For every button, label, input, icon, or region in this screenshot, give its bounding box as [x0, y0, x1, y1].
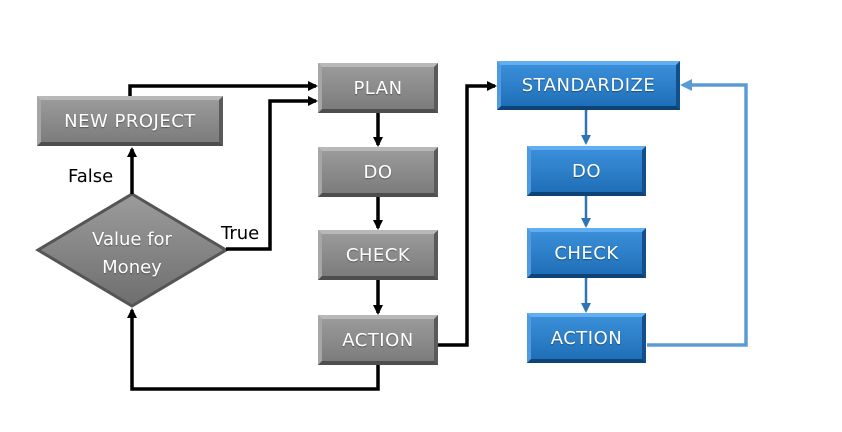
- action-label: ACTION: [342, 329, 414, 351]
- check2-label: CHECK: [554, 242, 619, 264]
- standardize-label: STANDARDIZE: [521, 75, 656, 96]
- arrow-action-to-standardize: [438, 81, 497, 347]
- standardize-box: STANDARDIZE: [497, 61, 680, 110]
- arrow-action2-to-standardize: [647, 79, 748, 347]
- action2-label: ACTION: [550, 327, 623, 349]
- new-project-box: NEW PROJECT: [37, 96, 223, 146]
- check-box: CHECK: [318, 230, 438, 280]
- do2-box: DO: [527, 146, 646, 196]
- decision-text: Value for Money: [62, 222, 202, 286]
- decision-diamond: [35, 192, 229, 308]
- plan-label: PLAN: [353, 77, 403, 99]
- check-label: CHECK: [345, 244, 411, 266]
- arrow-decision-true-to-plan: [226, 96, 318, 251]
- false-edge-label: False: [68, 166, 114, 187]
- action-box: ACTION: [318, 315, 438, 365]
- do-label: DO: [363, 161, 393, 183]
- new-project-label: NEW PROJECT: [64, 110, 196, 132]
- do-box: DO: [318, 147, 438, 197]
- true-edge-label: True: [221, 223, 260, 244]
- do2-label: DO: [571, 160, 602, 182]
- plan-box: PLAN: [318, 63, 438, 113]
- arrow-action-to-decision: [127, 308, 380, 391]
- decision-line1: Value for: [92, 229, 172, 250]
- decision-line2: Money: [102, 257, 162, 278]
- check2-box: CHECK: [527, 228, 646, 278]
- action2-box: ACTION: [527, 313, 646, 363]
- arrow-newproject-to-plan: [128, 81, 318, 97]
